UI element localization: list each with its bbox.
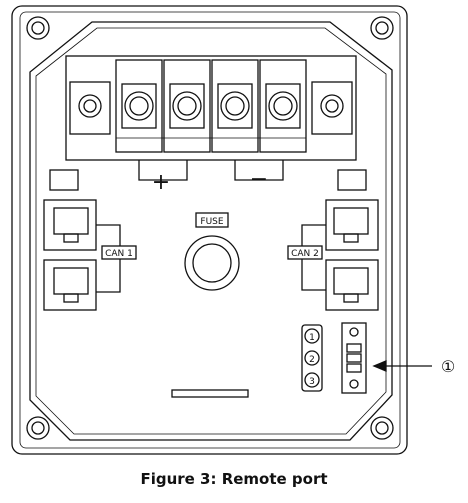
can1-port-top bbox=[43, 199, 97, 251]
pin-1-label: 1 bbox=[309, 333, 315, 343]
pad-left bbox=[49, 169, 79, 191]
can2-port-bottom bbox=[325, 259, 379, 311]
fuse-label: FUSE bbox=[200, 217, 223, 227]
can2-label: CAN 2 bbox=[291, 249, 319, 259]
can1-port-bottom bbox=[43, 259, 97, 311]
enclosure-outer bbox=[11, 5, 408, 455]
terminal-block bbox=[65, 55, 357, 161]
negative-terminal-label: − bbox=[250, 167, 268, 192]
figure-caption: Figure 3: Remote port bbox=[140, 470, 328, 488]
screw-top-left bbox=[26, 16, 50, 40]
screw-bottom-left bbox=[26, 416, 50, 440]
can1-label: CAN 1 bbox=[105, 249, 133, 259]
polarity-traces bbox=[138, 160, 284, 181]
bottom-slot bbox=[171, 389, 249, 398]
pad-right bbox=[337, 169, 367, 191]
fuse-holder bbox=[184, 235, 240, 291]
can1-label-box bbox=[101, 245, 137, 260]
panel-outline bbox=[29, 21, 393, 441]
positive-terminal-label: + bbox=[152, 170, 170, 195]
callout-arrowhead bbox=[372, 360, 387, 372]
can2-label-box bbox=[287, 245, 323, 260]
pin-2-label: 2 bbox=[309, 355, 315, 365]
fuse-label-box bbox=[195, 212, 229, 228]
pin-3-label: 3 bbox=[309, 377, 315, 387]
remote-port-connector bbox=[341, 322, 367, 394]
panel-inner-outline bbox=[35, 27, 387, 435]
pin-indicator bbox=[301, 324, 323, 392]
can2-port-top bbox=[325, 199, 379, 251]
callout-label: ① bbox=[441, 357, 455, 376]
screw-bottom-right bbox=[370, 416, 394, 440]
enclosure-inner bbox=[19, 11, 401, 449]
screw-top-right bbox=[370, 16, 394, 40]
